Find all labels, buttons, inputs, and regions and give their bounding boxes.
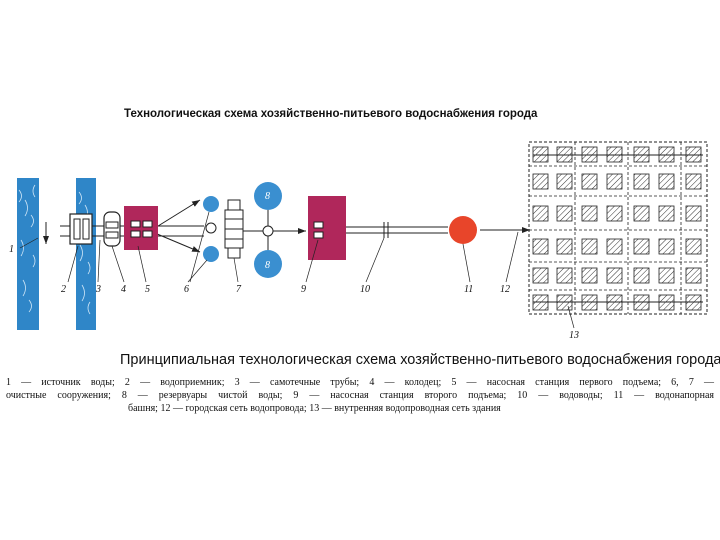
clean-water-reservoirs [254,182,282,278]
caption-legend: 1 — источник воды; 2 — водоприемник; 3 —… [6,376,714,415]
label-13: 13 [569,330,579,341]
label-6: 6 [184,284,189,295]
diagram-title: Технологическая схема хозяйственно-питье… [124,108,538,120]
water-intake [69,213,93,245]
city-water-network [528,141,708,315]
treatment-block [224,199,258,259]
leader-lines [19,211,575,329]
caption-line-1: 1 — источник воды; 2 — водоприемник; 3 —… [6,377,714,388]
caption-heading: Принципиальная технологическая схема хоз… [120,352,720,368]
label-2: 2 [61,284,66,295]
water-tower [449,216,477,244]
label-4: 4 [121,284,126,295]
label-1: 1 [9,244,14,255]
label-11: 11 [464,284,473,295]
well [103,211,121,247]
label-10: 10 [360,284,370,295]
label-7: 7 [236,284,242,295]
treatment-circles [203,196,219,262]
label-8a: 8 [265,191,270,202]
label-5: 5 [145,284,150,295]
water-source-left [17,178,39,330]
label-3: 3 [95,284,101,295]
water-conduit-joints [383,222,389,238]
label-9: 9 [301,284,306,295]
pump-station-second-lift [308,196,346,260]
caption-line-3: башня; 12 — городская сеть водопровода; … [128,403,501,414]
water-source-right [76,178,96,330]
caption-line-2: очистные сооружения; 8 — резервуары чист… [6,390,714,401]
label-8b: 8 [265,260,270,271]
label-12: 12 [500,284,510,295]
pump-station-first-lift [124,206,158,250]
